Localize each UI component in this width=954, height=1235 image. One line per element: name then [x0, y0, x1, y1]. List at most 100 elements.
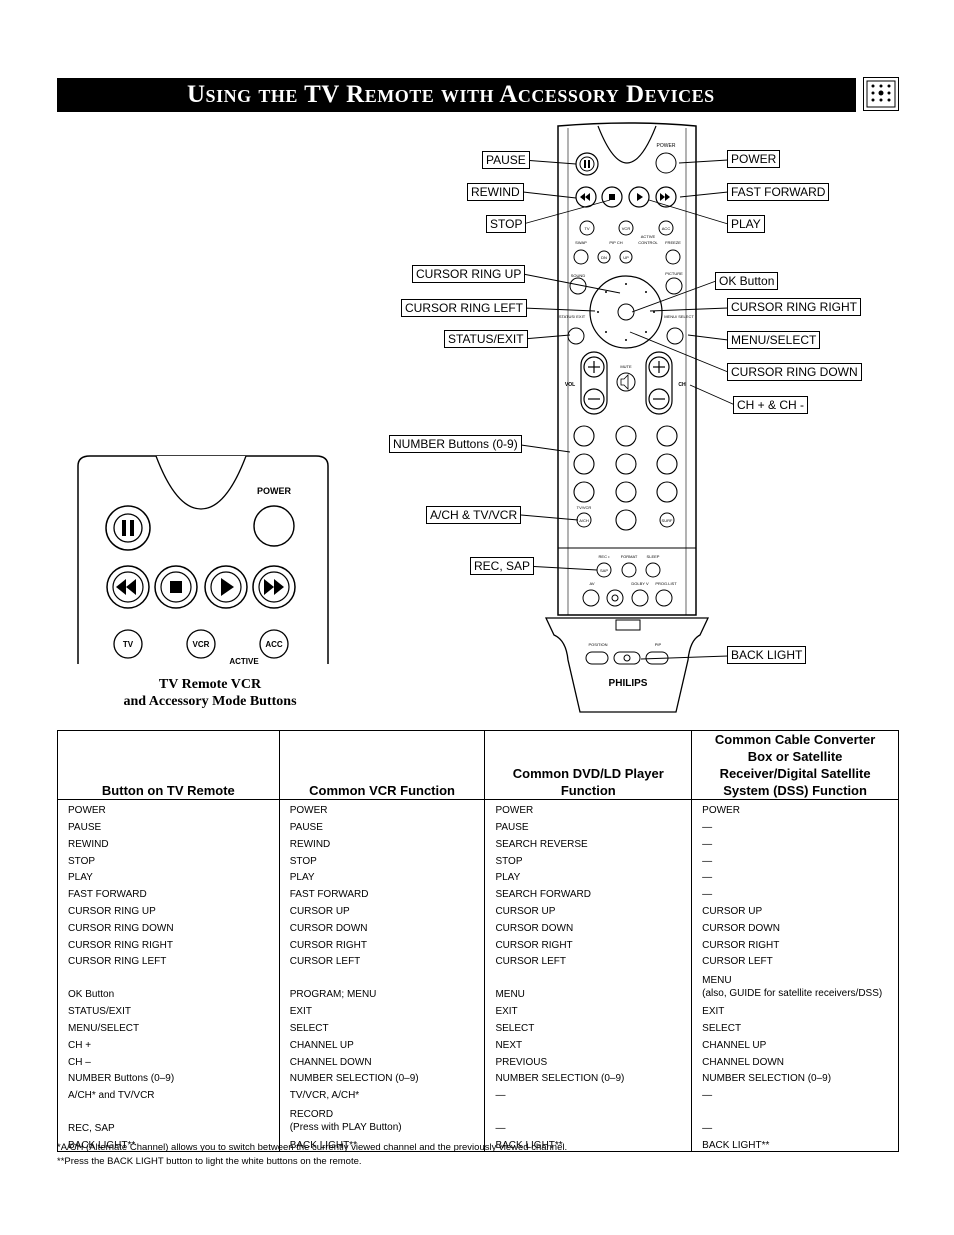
remote-brand-logo: PHILIPS [609, 678, 648, 689]
footnote-ach: *A/CH (Alternate Channel) allows you to … [57, 1142, 568, 1153]
detail-tv-label: TV [123, 640, 134, 649]
callout-ok-button: OK Button [715, 272, 779, 290]
callout-rewind: REWIND [467, 183, 524, 201]
table-cell: REC, SAP [57, 1101, 280, 1135]
callout-power: POWER [727, 150, 781, 168]
remote-tvvcr-label: TV/VCR [577, 505, 592, 510]
remote-pipch-label: PIP CH [609, 240, 622, 245]
table-cell: SELECT [484, 1017, 693, 1035]
table-header-row: Button on TV Remote Common VCR Function … [57, 730, 899, 800]
table-cell: REWIND [278, 833, 486, 850]
table-cell: — [691, 866, 899, 884]
table-cell: CURSOR RING UP [57, 900, 280, 918]
callout-status-exit: STATUS/EXIT [444, 330, 528, 348]
table-cell: PAUSE [57, 816, 280, 834]
remote-proglist-label: PROG.LIST [655, 581, 677, 586]
remote-vcr-label: VCR [622, 226, 631, 231]
table-cell: CH – [57, 1050, 280, 1068]
table-cell: SEARCH FORWARD [484, 883, 693, 901]
table-cell: PAUSE [278, 816, 486, 834]
callout-cursor-ring-right: CURSOR RING RIGHT [727, 298, 861, 316]
table-cell: TV/VCR, A/CH* [278, 1084, 486, 1102]
table-cell: PLAY [278, 866, 486, 884]
detail-active-label: ACTIVE [229, 657, 259, 666]
table-cell: BACK LIGHT** [57, 1134, 280, 1152]
table-cell: NEXT [484, 1034, 693, 1051]
remote-swap-label: SWAP [575, 240, 587, 245]
remote-ach-label: A/CH [579, 518, 589, 523]
table-cell: NUMBER SELECTION (0–9) [691, 1067, 899, 1085]
page-title: Using the TV Remote with Accessory Devic… [57, 78, 856, 112]
detail-vcr-label: VCR [193, 640, 210, 649]
table-cell: CURSOR UP [691, 900, 899, 918]
table-cell: OK Button [57, 967, 280, 1001]
table-cell: REWIND [57, 833, 280, 850]
table-cell: PLAY [57, 866, 280, 884]
remote-position-label: POSITION [588, 642, 607, 647]
table-cell: PLAY [484, 866, 693, 884]
remote-sap-label: SAP [600, 568, 608, 573]
table-cell: MENU (also, GUIDE for satellite receiver… [691, 967, 899, 1001]
caption-line-2: and Accessory Mode Buttons [123, 694, 297, 709]
table-cell: BACK LIGHT** [691, 1134, 899, 1152]
table-cell: FAST FORWARD [57, 883, 280, 901]
callout-ach-tvvcr: A/CH & TV/VCR [426, 506, 522, 524]
table-cell: CURSOR RIGHT [278, 933, 486, 951]
callout-pause: PAUSE [482, 151, 530, 169]
table-cell: CHANNEL UP [278, 1034, 486, 1051]
table-cell: CURSOR DOWN [484, 917, 693, 934]
remote-menu-select-label: MENU/ SELECT [664, 314, 694, 319]
remote-status-exit-label: STATUS/ EXIT [559, 314, 586, 319]
remote-ch-label: CH [678, 382, 686, 388]
function-table: Button on TV Remote Common VCR Function … [57, 730, 899, 1152]
remote-thumbnail-icon [863, 77, 899, 111]
table-cell: MENU/SELECT [57, 1017, 280, 1035]
table-cell: STOP [278, 849, 486, 867]
table-cell: PAUSE [484, 816, 693, 834]
detail-power-label: POWER [257, 486, 292, 496]
table-cell: CURSOR RING RIGHT [57, 933, 280, 951]
remote-control-diagram: POWER TV VCR ACC ACTIVE CONTROL SWAP PIP… [544, 122, 710, 713]
table-cell: CHANNEL DOWN [278, 1050, 486, 1068]
remote-active-label: ACTIVE [641, 234, 656, 239]
footnote-backlight: **Press the BACK LIGHT button to light t… [57, 1156, 362, 1167]
table-cell: SELECT [278, 1017, 486, 1035]
remote-control-label: CONTROL [638, 240, 658, 245]
table-row: NUMBER Buttons (0–9)NUMBER SELECTION (0–… [57, 1067, 899, 1085]
table-cell: CHANNEL UP [691, 1034, 899, 1051]
remote-mute-label: MUTE [620, 364, 632, 369]
callout-stop: STOP [486, 215, 527, 233]
table-cell: — [691, 1101, 899, 1135]
detail-caption: TV Remote VCR and Accessory Mode Buttons [60, 676, 360, 710]
remote-power-label: POWER [657, 143, 676, 149]
table-cell: NUMBER Buttons (0–9) [57, 1067, 280, 1085]
table-cell: EXIT [484, 1000, 693, 1018]
table-cell: PROGRAM; MENU [278, 967, 486, 1001]
remote-sound-label: SOUND [571, 273, 586, 278]
table-header: Common Cable Converter Box or Satellite … [691, 730, 899, 800]
remote-up-label: UP [623, 255, 629, 260]
callout-back-light: BACK LIGHT [727, 646, 807, 664]
table-cell: POWER [484, 799, 693, 817]
table-cell: CURSOR DOWN [278, 917, 486, 934]
table-cell: CURSOR LEFT [691, 950, 899, 968]
remote-vol-label: VOL [565, 382, 575, 388]
table-cell: NUMBER SELECTION (0–9) [278, 1067, 486, 1085]
table-cell: CURSOR UP [278, 900, 486, 918]
footnotes: *A/CH (Alternate Channel) allows you to … [57, 1141, 567, 1169]
remote-surf-label: SURF [662, 518, 673, 523]
table-cell: — [691, 833, 899, 850]
table-cell: SEARCH REVERSE [484, 833, 693, 850]
